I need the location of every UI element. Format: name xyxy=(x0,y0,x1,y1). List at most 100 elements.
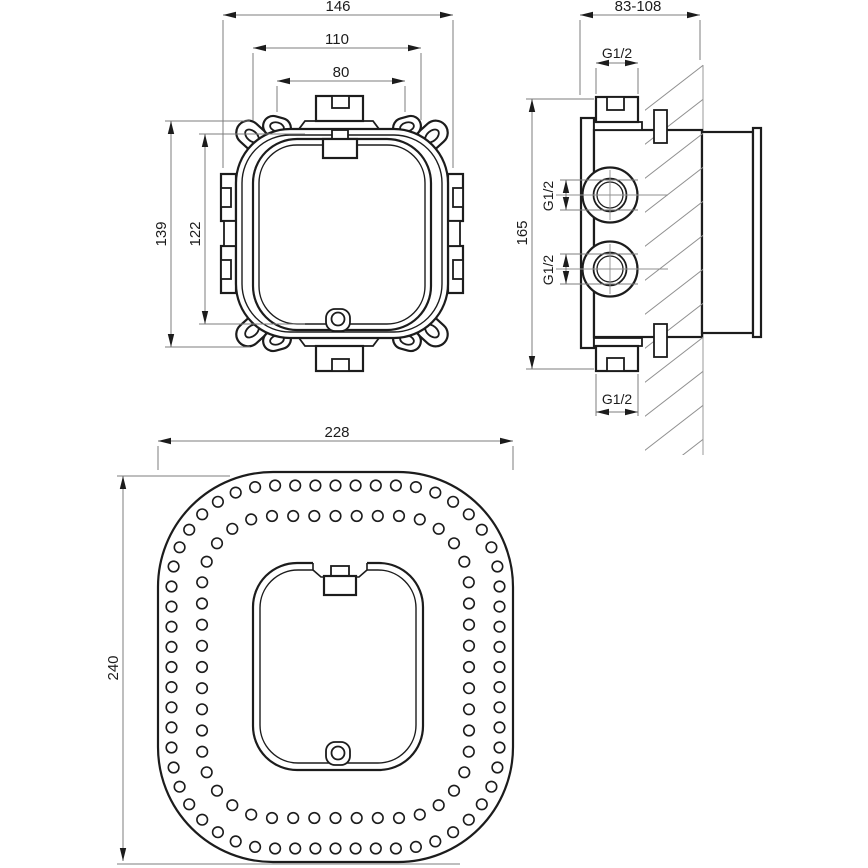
perforation-hole xyxy=(210,537,224,550)
perforation-hole xyxy=(165,721,178,734)
side-thread-boss-lower xyxy=(556,240,668,298)
perforation-hole xyxy=(165,620,178,633)
perforation-hole xyxy=(308,811,321,825)
perforation-hole xyxy=(493,660,506,674)
perforation-hole xyxy=(493,620,506,633)
perforation-hole xyxy=(210,784,224,797)
box-cavity xyxy=(251,137,433,332)
perforation-hole xyxy=(165,600,178,613)
perforation-hole xyxy=(195,703,209,716)
perforation-hole xyxy=(229,486,242,499)
perforation-hole xyxy=(493,721,506,734)
perforation-hole xyxy=(462,618,476,631)
hatch-line xyxy=(645,234,703,281)
perforation-hole xyxy=(226,799,239,812)
perforation-hole xyxy=(432,522,445,535)
perforation-hole xyxy=(245,513,258,526)
perforation-hole xyxy=(350,811,363,825)
perforation-hole xyxy=(211,826,224,839)
perforation-hole xyxy=(265,811,279,825)
perforation-hole xyxy=(196,745,209,758)
perforation-hole xyxy=(475,523,488,536)
thread-label-bottom: G1/2 xyxy=(602,391,633,407)
perforation-hole xyxy=(269,842,282,855)
perforation-hole xyxy=(462,703,476,716)
perforation-hole xyxy=(371,811,384,825)
perforation-hole xyxy=(195,618,209,631)
perforation-hole xyxy=(195,682,209,695)
screw-clip-bottom xyxy=(325,308,351,332)
perforation-hole xyxy=(165,741,178,754)
plate-latch-top xyxy=(312,561,368,597)
perforation-hole xyxy=(195,660,209,674)
hatch-line xyxy=(645,200,703,247)
perforation-hole xyxy=(389,479,403,492)
perforation-hole xyxy=(349,479,362,492)
perforation-hole xyxy=(167,560,180,573)
bottom-view-dimensions: 228 240 xyxy=(105,424,514,865)
perforation-hole xyxy=(458,766,471,779)
perforation-hole xyxy=(493,680,506,694)
perforation-hole xyxy=(165,580,178,593)
side-view-dimensions: 83-108 G1/2 G1/2 G1/2 165 G1/2 xyxy=(514,0,701,416)
perforation-hole xyxy=(413,513,426,526)
perforation-hole xyxy=(287,509,300,523)
side-view: 83-108 G1/2 G1/2 G1/2 165 G1/2 xyxy=(514,0,763,536)
perforation-hole xyxy=(200,555,213,568)
perforation-hole xyxy=(329,509,342,523)
perforation-hole xyxy=(245,808,258,821)
dim-label-110: 110 xyxy=(325,31,349,48)
perforation-hole xyxy=(447,784,461,797)
perforation-hole xyxy=(493,600,506,613)
hatch-line xyxy=(645,64,703,111)
perforation-hole xyxy=(195,724,209,737)
perforation-hole xyxy=(462,576,475,589)
perforation-hole xyxy=(329,811,342,825)
perforation-hole xyxy=(413,808,426,821)
clip-tab-top xyxy=(653,109,668,144)
dim-label-80: 80 xyxy=(333,64,350,81)
hatch-line xyxy=(622,468,710,536)
plate-clip-bottom xyxy=(325,741,351,766)
hatch-line xyxy=(645,268,703,315)
thread-label-top: G1/2 xyxy=(602,45,633,61)
dim-label-228: 228 xyxy=(324,424,349,441)
perforation-hole xyxy=(462,745,475,758)
clip-tab-bottom xyxy=(653,323,668,358)
perforation-hole xyxy=(309,842,322,855)
bottom-view: 228 240 xyxy=(105,424,515,865)
front-plate xyxy=(579,116,596,350)
hatch-line xyxy=(645,370,703,417)
thread-label-lower-side: G1/2 xyxy=(540,255,556,286)
perforation-ring-inner xyxy=(195,509,476,825)
perforation-hole xyxy=(249,840,262,854)
perforation-hole xyxy=(447,537,461,550)
top-port xyxy=(297,94,381,130)
side-thread-boss-upper xyxy=(556,166,668,224)
perforation-hole xyxy=(462,660,476,674)
perforation-hole xyxy=(462,724,476,737)
perforation-hole xyxy=(493,640,506,654)
dim-label-122: 122 xyxy=(187,221,204,246)
perforation-hole xyxy=(173,780,186,793)
thread-label-upper-side: G1/2 xyxy=(540,181,556,212)
perforation-hole xyxy=(196,813,209,826)
dim-label-139: 139 xyxy=(153,221,170,246)
dim-label-165: 165 xyxy=(514,220,531,245)
perforation-hole xyxy=(429,835,442,848)
perforation-hole xyxy=(485,541,498,554)
perforation-hole xyxy=(308,509,321,523)
perforation-hole xyxy=(429,486,442,499)
perforation-hole xyxy=(196,576,209,589)
hatch-line xyxy=(645,336,703,383)
perforation-hole xyxy=(458,555,471,568)
perforation-hole xyxy=(462,597,476,610)
perforation-hole xyxy=(462,508,475,521)
perforation-hole xyxy=(173,541,186,554)
perforation-hole xyxy=(392,509,406,523)
perforation-hole xyxy=(167,761,180,774)
perforation-hole xyxy=(183,523,196,536)
perforation-hole xyxy=(432,799,445,812)
dim-label-depth: 83-108 xyxy=(615,0,662,15)
